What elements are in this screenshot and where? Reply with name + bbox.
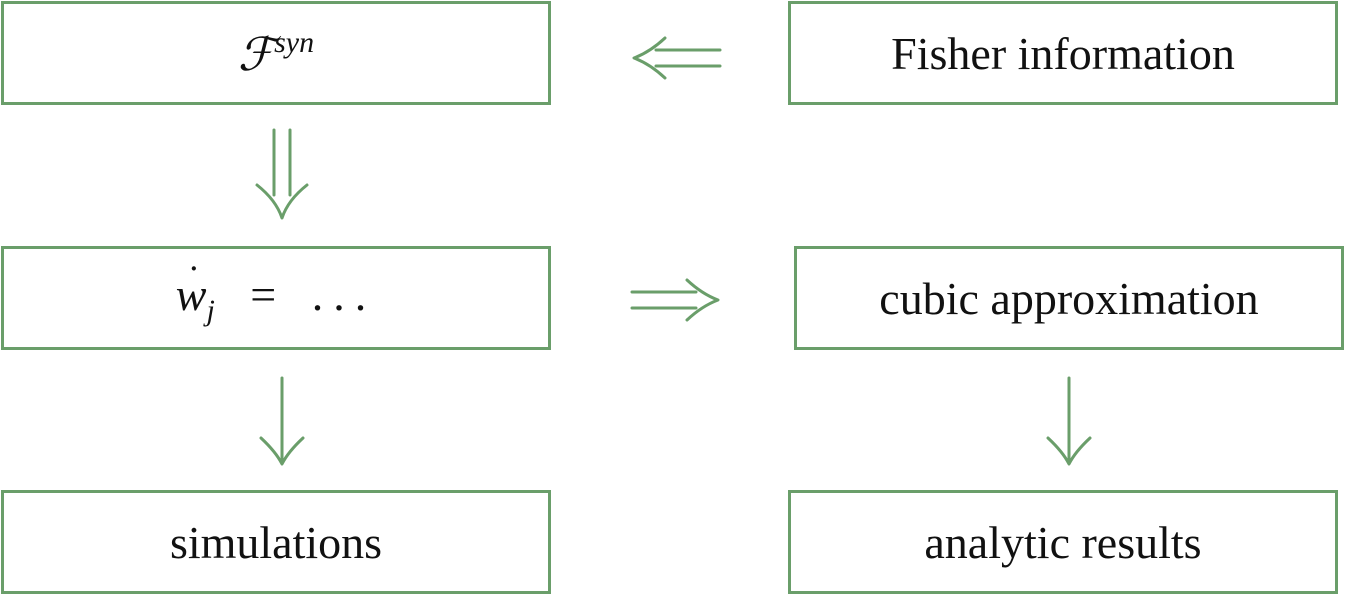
w-dot-variable: w˙: [175, 260, 207, 321]
w-dot-formula: w˙j = ...: [175, 260, 377, 328]
double-arrow-right-icon: [630, 278, 720, 322]
ellipsis: ...: [311, 269, 377, 320]
simulations-label: simulations: [169, 516, 383, 568]
cubic-approximation-label: cubic approximation: [879, 272, 1259, 324]
equals-sign: =: [250, 269, 277, 320]
arrow-down-icon: [1046, 376, 1092, 466]
f-symbol: ℱ: [237, 28, 275, 80]
double-arrow-left-icon: [632, 36, 722, 80]
w-dot-accent: ˙: [187, 257, 201, 302]
f-syn-formula: ℱsyn: [238, 26, 314, 81]
node-analytic-results: analytic results: [788, 490, 1338, 594]
node-f-syn: ℱsyn: [1, 1, 551, 105]
analytic-results-label: analytic results: [924, 516, 1202, 568]
double-arrow-down-icon: [255, 128, 309, 220]
fisher-information-label: Fisher information: [891, 27, 1235, 79]
node-cubic-approximation: cubic approximation: [794, 246, 1344, 350]
node-fisher-information: Fisher information: [788, 1, 1338, 105]
w-var: w: [175, 269, 207, 320]
node-simulations: simulations: [1, 490, 551, 594]
w-subscript: j: [206, 294, 215, 327]
arrow-down-icon: [259, 376, 305, 466]
node-w-dot-equation: w˙j = ...: [1, 246, 551, 350]
f-superscript: syn: [274, 25, 315, 59]
